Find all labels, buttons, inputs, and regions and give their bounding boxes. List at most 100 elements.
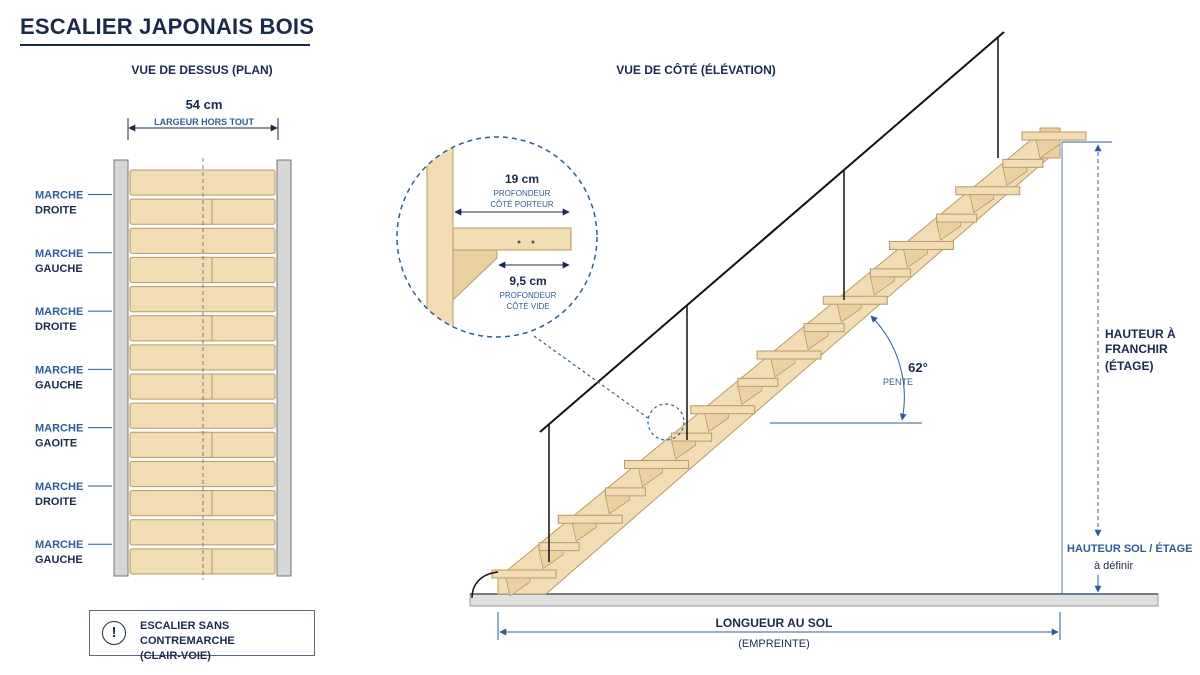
plan-tread bbox=[129, 519, 276, 546]
plan-width-label: LARGEUR HORS TOUT bbox=[154, 117, 254, 127]
elevation-tread bbox=[690, 405, 756, 415]
depth-carrier-value: 19 cm bbox=[505, 172, 539, 186]
elevation-tread bbox=[955, 186, 1021, 196]
elevation-tread bbox=[557, 514, 623, 524]
elevation-tread bbox=[803, 323, 845, 333]
plan-step-label-line1: MARCHE bbox=[35, 481, 83, 493]
plan-tread bbox=[129, 460, 276, 488]
elevation-tread-bracket bbox=[1002, 166, 1028, 187]
plan-heading: VUE DE DESSUS (PLAN) bbox=[131, 63, 272, 77]
elevation-tread-bracket bbox=[936, 221, 962, 241]
detail-circle-border bbox=[396, 136, 598, 338]
floor-height-label: HAUTEUR SOL / ÉTAGE bbox=[1067, 542, 1193, 555]
elevation-tread bbox=[671, 432, 713, 442]
plan-tread-extension bbox=[129, 198, 213, 225]
plan-tread bbox=[129, 169, 276, 196]
detail-leader-line bbox=[533, 335, 649, 419]
elevation-tread-bracket bbox=[604, 495, 630, 515]
note-box: ! ESCALIER SANS CONTREMARCHE (CLAIR-VOIE… bbox=[89, 610, 315, 662]
plan-tread bbox=[129, 227, 276, 254]
plan-tread bbox=[129, 402, 276, 429]
angle-label: PENTE bbox=[883, 377, 913, 387]
plan-right-post bbox=[276, 159, 292, 577]
plan-step-label-line1: MARCHE bbox=[35, 190, 83, 202]
angle-value: 62° bbox=[908, 360, 928, 375]
depth-void-label-line1: PROFONDEUR bbox=[500, 291, 557, 300]
elevation-tread bbox=[822, 295, 888, 305]
elevation-tread bbox=[604, 487, 646, 497]
depth-void-label-line2: CÔTÉ VIDE bbox=[506, 302, 549, 311]
elevation-tread-bracket bbox=[571, 522, 597, 542]
elevation-tread-bracket bbox=[737, 385, 763, 406]
plan-treads bbox=[129, 169, 276, 575]
elevation-tread-bracket bbox=[903, 249, 928, 269]
elevation-tread-bracket bbox=[770, 358, 796, 378]
plan-view: VUE DE DESSUS (PLAN) 54 cm LARGEUR HORS … bbox=[35, 63, 292, 580]
length-label-line2: (EMPREINTE) bbox=[738, 638, 810, 650]
depth-carrier-label-line2: CÔTÉ PORTEUR bbox=[490, 200, 554, 209]
detail-screw-1 bbox=[517, 240, 521, 244]
plan-step-label-line2: DROITE bbox=[35, 205, 77, 217]
plan-step-labels: MARCHE DROITE MARCHE GAUCHE MARCHE DROITE MARC… bbox=[35, 190, 112, 566]
plan-step-label-line2: GAUCHE bbox=[35, 263, 83, 275]
elevation-tread-bracket bbox=[538, 550, 564, 570]
depth-carrier-label-line1: PROFONDEUR bbox=[494, 189, 551, 198]
detail-target-circle bbox=[647, 403, 685, 441]
elevation-tread bbox=[1002, 158, 1044, 168]
plan-step-label-line2: DROITE bbox=[35, 321, 77, 333]
elevation-tread-bracket bbox=[704, 413, 730, 433]
plan-tread-extension bbox=[129, 548, 213, 575]
floor-height-value: à définir bbox=[1094, 560, 1133, 572]
plan-step-label-line2: GAUCHE bbox=[35, 379, 83, 391]
floor-cable bbox=[471, 571, 499, 599]
plan-tread-extension bbox=[129, 256, 213, 284]
height-label-line3: (ÉTAGE) bbox=[1105, 358, 1153, 373]
elevation-tread-bracket bbox=[969, 194, 995, 214]
elevation-tread-bracket bbox=[869, 276, 895, 296]
title-block: ESCALIER JAPONAIS BOIS bbox=[20, 14, 314, 46]
elevation-tread-bracket bbox=[638, 468, 663, 488]
elevation-tread-bracket bbox=[505, 577, 531, 597]
plan-step-label-line1: MARCHE bbox=[35, 423, 83, 435]
plan-step-label-line2: GAOITE bbox=[35, 438, 77, 450]
plan-tread bbox=[129, 344, 276, 371]
detail-callout: 19 cm PROFONDEUR CÔTÉ PORTEUR 9,5 cm PRO… bbox=[396, 136, 598, 338]
elevation-treads bbox=[491, 131, 1087, 597]
plan-tread-extension bbox=[129, 315, 213, 342]
elevation-tread bbox=[889, 241, 954, 250]
height-label-line1: HAUTEUR À bbox=[1105, 326, 1176, 341]
handrail bbox=[539, 31, 1005, 433]
plan-step-label-line1: MARCHE bbox=[35, 306, 83, 318]
plan-width-value: 54 cm bbox=[186, 97, 223, 112]
elevation-tread bbox=[869, 268, 911, 278]
elevation-tread-bracket bbox=[1035, 139, 1061, 159]
detail-bracket bbox=[452, 249, 498, 302]
elevation-tread bbox=[936, 213, 978, 223]
title-underline bbox=[20, 44, 310, 46]
elevation-tread-bracket bbox=[671, 440, 697, 460]
elevation-tread bbox=[737, 377, 779, 387]
note-line1: ESCALIER SANS CONTREMARCHE bbox=[140, 620, 235, 647]
elevation-tread bbox=[491, 569, 557, 579]
elevation-heading: VUE DE CÔTÉ (ÉLÉVATION) bbox=[616, 62, 776, 77]
plan-tread-extension bbox=[129, 373, 213, 400]
plan-step-label-line2: DROITE bbox=[35, 496, 77, 508]
plan-left-post bbox=[113, 159, 129, 577]
detail-screw-2 bbox=[531, 240, 535, 244]
elevation-tread bbox=[538, 542, 580, 552]
floor-slab bbox=[469, 593, 1159, 607]
plan-step-label-line1: MARCHE bbox=[35, 248, 83, 260]
detail-tread bbox=[452, 227, 572, 251]
exclamation-circle-icon: ! bbox=[102, 621, 126, 645]
elevation-tread bbox=[1021, 131, 1087, 141]
height-label-line2: FRANCHIR bbox=[1105, 342, 1168, 356]
plan-step-label-line2: GAUCHE bbox=[35, 554, 83, 566]
plan-step-label-line1: MARCHE bbox=[35, 539, 83, 551]
plan-tread bbox=[129, 286, 276, 313]
plan-step-label-line1: MARCHE bbox=[35, 364, 83, 376]
page-title: ESCALIER JAPONAIS BOIS bbox=[20, 14, 315, 39]
note-line2: (CLAIR-VOIE) bbox=[140, 650, 211, 662]
angle-arc bbox=[870, 315, 907, 421]
elevation-tread-bracket bbox=[803, 331, 829, 351]
